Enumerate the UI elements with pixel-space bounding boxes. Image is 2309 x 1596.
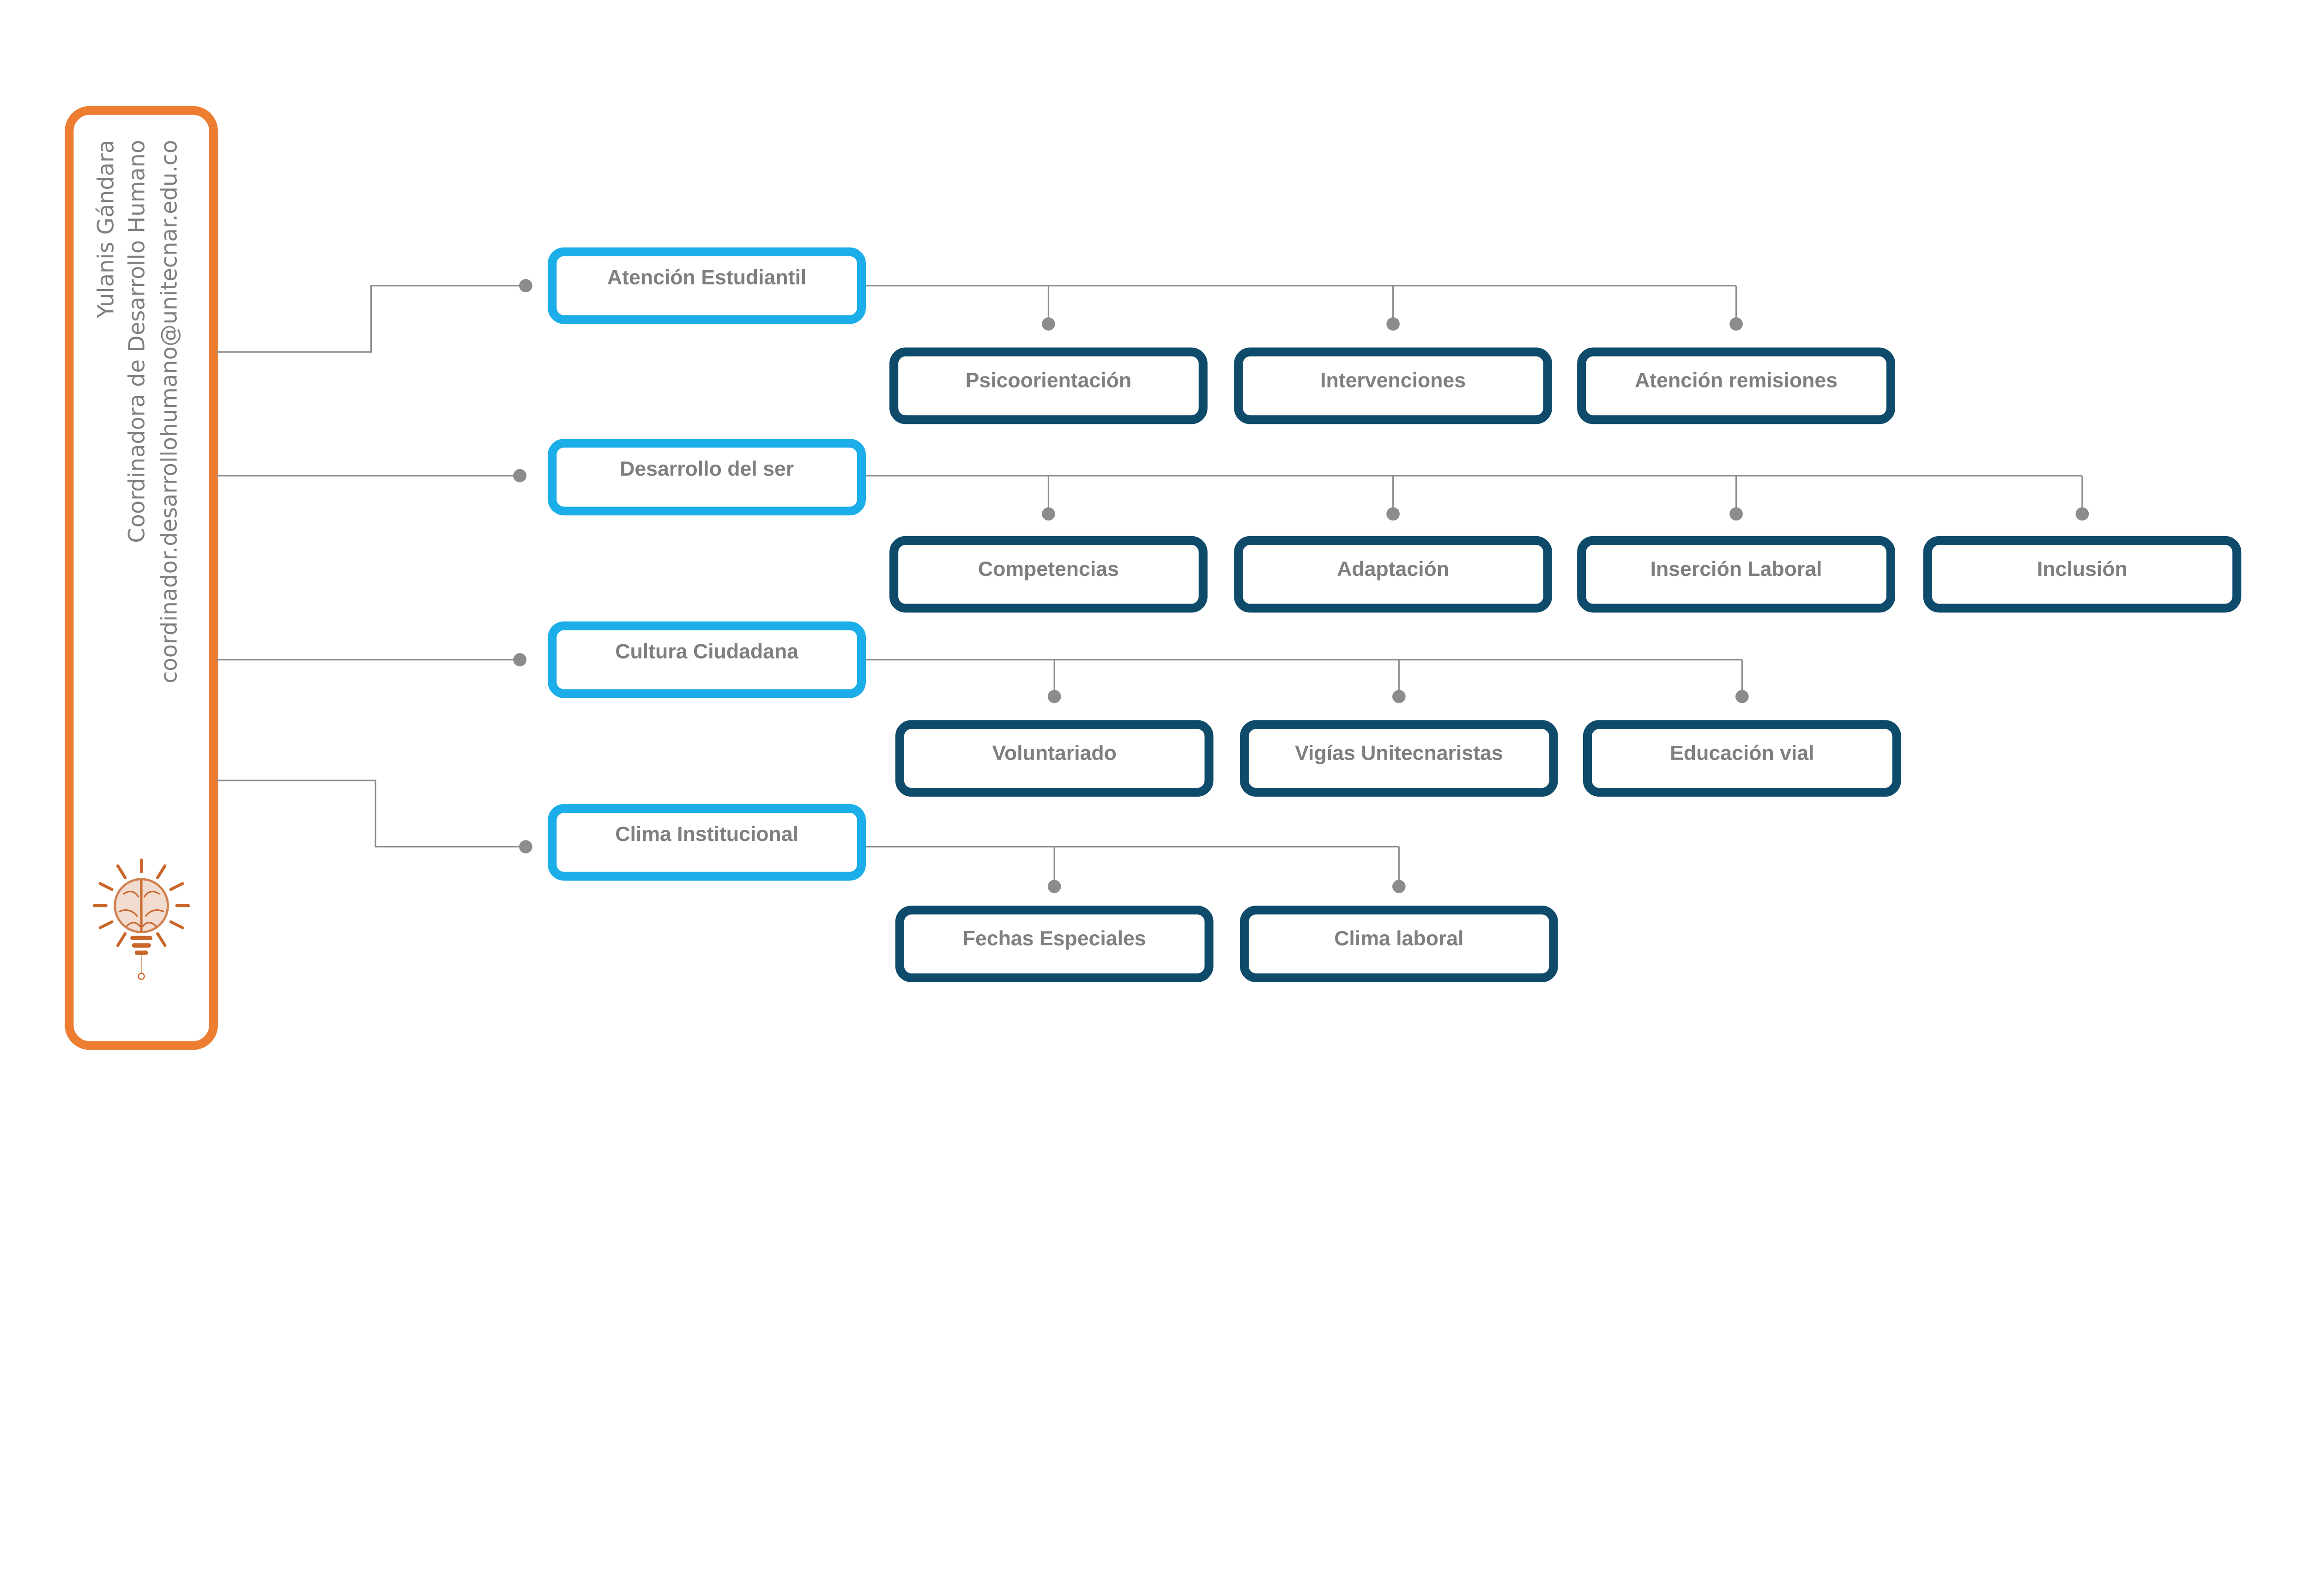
- area-label: Desarrollo del ser: [620, 458, 794, 480]
- sub-area-box[interactable]: [895, 906, 1214, 982]
- area-box[interactable]: [548, 439, 866, 516]
- sub-area-box[interactable]: [1583, 720, 1901, 797]
- area-box[interactable]: [548, 804, 866, 881]
- sub-area-box[interactable]: [895, 720, 1214, 797]
- branch-dot: [1047, 880, 1061, 893]
- brain-lightbulb-icon: [92, 858, 190, 980]
- org-chart: Yulanis Gándara Coordinadora de Desarrol…: [65, 106, 2242, 1050]
- area-box[interactable]: [548, 247, 866, 324]
- area-label: Clima Institucional: [615, 823, 798, 846]
- sub-area-label: Psicoorientación: [966, 369, 1132, 392]
- sub-area-box[interactable]: [1577, 536, 1895, 613]
- connector-line: [216, 780, 526, 848]
- branch-dot: [1392, 880, 1406, 893]
- sub-area-label: Atención remisiones: [1635, 369, 1838, 392]
- sub-area-label: Inclusión: [2037, 558, 2128, 580]
- branch-dot: [1042, 507, 1055, 521]
- person-role: Coordinadora de Desarrollo Humano: [125, 140, 150, 543]
- connector-dot: [519, 840, 532, 853]
- sub-area-box[interactable]: [1234, 347, 1552, 424]
- connector-dot: [519, 279, 532, 292]
- person-name: Yulanis Gándara: [94, 140, 119, 319]
- sub-area-label: Educación vial: [1670, 742, 1814, 764]
- connector-dot: [513, 653, 526, 666]
- branch-dot: [1386, 507, 1400, 521]
- branch-dot: [1386, 317, 1400, 331]
- sub-area-box[interactable]: [1239, 720, 1558, 797]
- sub-area-label: Inserción Laboral: [1650, 558, 1822, 580]
- person-panel: Yulanis Gándara Coordinadora de Desarrol…: [65, 106, 218, 1050]
- sub-area-box[interactable]: [1239, 906, 1558, 982]
- branch-dot: [1729, 507, 1743, 521]
- area-box[interactable]: [548, 621, 866, 698]
- sub-area-label: Adaptación: [1337, 558, 1449, 580]
- sub-area-box[interactable]: [889, 536, 1208, 613]
- branch-dot: [1735, 689, 1749, 703]
- sub-area-box[interactable]: [889, 347, 1208, 424]
- sub-area-label: Voluntariado: [992, 742, 1116, 764]
- sub-area-box[interactable]: [1923, 536, 2242, 613]
- sub-area-label: Intervenciones: [1320, 369, 1466, 392]
- area-label: Atención Estudiantil: [607, 266, 806, 289]
- branch-dot: [1392, 689, 1406, 703]
- person-panel-frame: [65, 106, 218, 1050]
- branch-dot: [1729, 317, 1743, 331]
- sub-area-label: Fechas Especiales: [963, 927, 1146, 950]
- area-label: Cultura Ciudadana: [615, 640, 799, 663]
- connector-line: [216, 285, 526, 353]
- sub-area-box[interactable]: [1577, 347, 1895, 424]
- branch-dot: [1042, 317, 1055, 331]
- connector-dot: [513, 469, 526, 483]
- sub-area-label: Vigías Unitecnaristas: [1295, 742, 1503, 764]
- sub-area-label: Competencias: [978, 558, 1119, 580]
- sub-area-box[interactable]: [1234, 536, 1552, 613]
- branch-dot: [2075, 507, 2089, 521]
- person-email[interactable]: coordinador.desarrollohumano@unitecnar.e…: [157, 140, 182, 683]
- branch-dot: [1047, 689, 1061, 703]
- sub-area-label: Clima laboral: [1334, 927, 1463, 950]
